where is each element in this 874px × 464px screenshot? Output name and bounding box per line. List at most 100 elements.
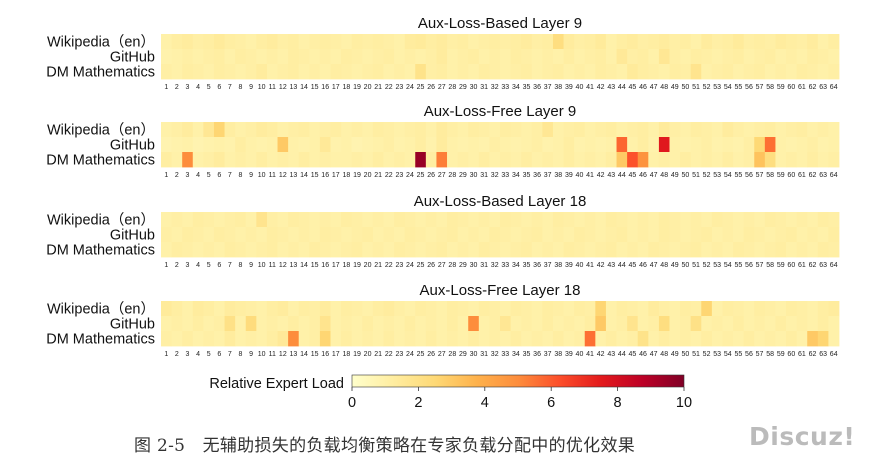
heatmap-cell — [425, 316, 437, 332]
heatmap-cell — [489, 316, 501, 332]
heatmap-cell — [743, 137, 755, 153]
heatmap-cell — [764, 242, 776, 258]
x-tick-label: 53 — [713, 172, 721, 179]
heatmap-cell — [383, 64, 395, 80]
heatmap-cell — [616, 331, 628, 347]
heatmap-cell — [224, 331, 236, 347]
x-tick-label: 30 — [470, 351, 478, 358]
heatmap-cell — [277, 316, 289, 332]
heatmap-cell — [404, 242, 416, 258]
x-tick-label: 16 — [321, 84, 329, 91]
heatmap-cell — [807, 331, 819, 347]
x-tick-label: 20 — [364, 84, 372, 91]
heatmap-cell — [256, 64, 268, 80]
heatmap-cell — [425, 301, 437, 317]
heatmap-cell — [266, 301, 278, 317]
x-tick-label: 2 — [175, 172, 179, 179]
heatmap-cell — [192, 64, 204, 80]
x-tick-label: 50 — [681, 262, 689, 269]
x-tick-label: 6 — [217, 262, 221, 269]
heatmap-cell — [203, 152, 215, 168]
x-tick-label: 44 — [618, 84, 626, 91]
x-tick-label: 20 — [364, 351, 372, 358]
x-tick-label: 42 — [597, 262, 605, 269]
heatmap-cell — [372, 137, 384, 153]
heatmap-cell — [436, 137, 448, 153]
heatmap-cell — [425, 34, 437, 50]
heatmap-cell — [362, 152, 374, 168]
heatmap-cell — [648, 212, 660, 228]
heatmap-cell — [775, 49, 787, 65]
heatmap-cell — [648, 152, 660, 168]
heatmap-cell — [563, 301, 575, 317]
heatmap-cell — [542, 122, 554, 138]
heatmap-cell — [330, 34, 342, 50]
heatmap-cell — [574, 227, 586, 243]
x-tick-label: 54 — [724, 84, 732, 91]
heatmap-cell — [372, 242, 384, 258]
heatmap-cell — [616, 212, 628, 228]
heatmap-cell — [298, 212, 310, 228]
heatmap-cell — [330, 301, 342, 317]
heatmap-cell — [796, 122, 808, 138]
heatmap-cell — [584, 301, 596, 317]
heatmap-cell — [796, 301, 808, 317]
heatmap-cell — [605, 122, 617, 138]
heatmap-cell — [468, 212, 480, 228]
heatmap-cell — [658, 212, 670, 228]
x-tick-label: 56 — [745, 262, 753, 269]
heatmap-cell — [817, 212, 829, 228]
heatmap-cell — [447, 242, 459, 258]
heatmap-cell — [722, 122, 734, 138]
heatmap-cell — [436, 301, 448, 317]
x-tick-label: 23 — [395, 84, 403, 91]
heatmap-cell — [775, 137, 787, 153]
heatmap-cell — [733, 137, 745, 153]
heatmap-cell — [362, 64, 374, 80]
heatmap-cell — [351, 152, 363, 168]
heatmap-cell — [500, 212, 511, 228]
heatmap-cell — [722, 137, 734, 153]
heatmap-cell — [563, 64, 575, 80]
heatmap-cell — [531, 212, 543, 228]
heatmap-cell — [213, 301, 225, 317]
heatmap-cell — [658, 242, 670, 258]
heatmap-cell — [383, 212, 395, 228]
heatmap-cell — [796, 212, 808, 228]
heatmap-cell — [690, 227, 702, 243]
heatmap-cell — [298, 331, 310, 347]
heatmap-cell — [394, 242, 406, 258]
heatmap-cell — [192, 34, 204, 50]
heatmap-cell — [500, 122, 511, 138]
heatmap-cell — [161, 137, 172, 153]
heatmap-cell — [192, 242, 204, 258]
heatmap-cell — [489, 122, 501, 138]
x-tick-label: 57 — [756, 172, 764, 179]
x-tick-label: 48 — [660, 172, 668, 179]
heatmap-cell — [574, 122, 586, 138]
heatmap-cell — [341, 301, 353, 317]
heatmap-cell — [605, 152, 617, 168]
heatmap-cell — [711, 122, 723, 138]
heatmap-cell — [425, 331, 437, 347]
heatmap-cell — [775, 242, 787, 258]
heatmap-cell — [277, 152, 289, 168]
x-tick-label: 44 — [618, 262, 626, 269]
heatmap-cell — [648, 227, 660, 243]
heatmap-cell — [637, 64, 649, 80]
heatmap-cell — [680, 316, 692, 332]
heatmap-cell — [680, 301, 692, 317]
heatmap-cell — [764, 316, 776, 332]
x-tick-label: 11 — [269, 351, 276, 358]
heatmap-cell — [510, 227, 522, 243]
heatmap-cell — [574, 242, 586, 258]
x-tick-label: 39 — [565, 351, 573, 358]
heatmap-cell — [383, 122, 395, 138]
heatmap-cell — [786, 64, 798, 80]
heatmap-cell — [754, 242, 766, 258]
x-tick-label: 6 — [217, 172, 221, 179]
x-tick-label: 40 — [576, 84, 584, 91]
x-tick-label: 14 — [300, 172, 308, 179]
heatmap-cell — [203, 122, 215, 138]
heatmap-cell — [394, 34, 406, 50]
